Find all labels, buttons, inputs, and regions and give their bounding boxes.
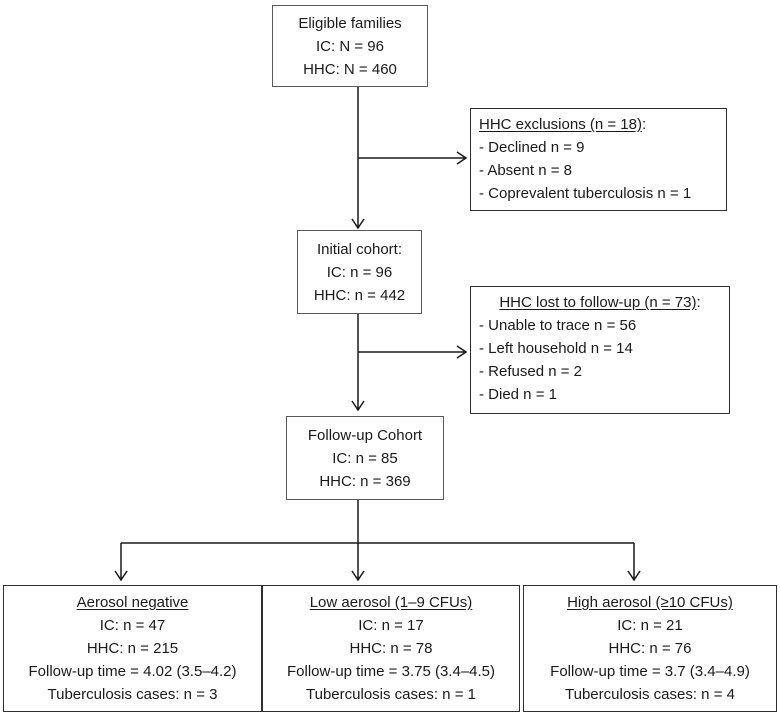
box-line: - Absent n = 8 bbox=[479, 162, 572, 179]
box-line: - Refused n = 2 bbox=[479, 363, 582, 380]
connector-branch-exclusions bbox=[358, 151, 468, 165]
box-aerosol-negative: Aerosol negative IC: n = 47 HHC: n = 215… bbox=[3, 585, 262, 712]
box-line: IC: n = 96 bbox=[326, 263, 393, 281]
box-hhc-exclusions: HHC exclusions (n = 18): - Declined n = … bbox=[470, 108, 727, 211]
box-title-line: Low aerosol (1–9 CFUs) bbox=[263, 591, 519, 614]
connector-branch-lost bbox=[358, 345, 468, 359]
box-line: IC: n = 17 bbox=[358, 617, 424, 634]
box-line: Tuberculosis cases: n = 4 bbox=[565, 686, 735, 703]
box-line: - Declined n = 9 bbox=[479, 139, 585, 156]
box-line: IC: n = 21 bbox=[617, 617, 683, 634]
box-followup-cohort: Follow-up Cohort IC: n = 85 HHC: n = 369 bbox=[286, 416, 444, 500]
connector-split-to-left-box bbox=[114, 543, 128, 582]
box-line: - Left household n = 14 bbox=[479, 340, 633, 357]
box-line: HHC: N = 460 bbox=[303, 60, 397, 78]
box-high-aerosol: High aerosol (≥10 CFUs) IC: n = 21 HHC: … bbox=[523, 585, 777, 712]
connector-eligible-to-initial bbox=[351, 86, 365, 230]
box-line: - Died n = 1 bbox=[479, 386, 557, 403]
box-line: HHC: n = 78 bbox=[349, 640, 433, 657]
box-title-line: Aerosol negative bbox=[4, 591, 261, 614]
box-title: Low aerosol (1–9 CFUs) bbox=[309, 594, 473, 611]
box-line: Follow-up time = 3.75 (3.4–4.5) bbox=[286, 663, 496, 680]
box-low-aerosol: Low aerosol (1–9 CFUs) IC: n = 17 HHC: n… bbox=[262, 585, 520, 712]
box-line: HHC: n = 76 bbox=[608, 640, 692, 657]
box-line: Tuberculosis cases: n = 1 bbox=[306, 686, 476, 703]
box-title: Aerosol negative bbox=[76, 594, 189, 611]
box-line: IC: n = 85 bbox=[332, 449, 398, 467]
box-eligible-families: Eligible families IC: N = 96 HHC: N = 46… bbox=[272, 5, 428, 87]
box-title: High aerosol (≥10 CFUs) bbox=[567, 594, 733, 611]
box-line: HHC: n = 369 bbox=[319, 472, 411, 490]
box-line: - Coprevalent tuberculosis n = 1 bbox=[479, 185, 692, 202]
box-initial-cohort: Initial cohort: IC: n = 96 HHC: n = 442 bbox=[297, 230, 422, 314]
box-title: HHC lost to follow-up (n = 73) bbox=[499, 294, 697, 311]
box-line: Tuberculosis cases: n = 3 bbox=[47, 686, 218, 703]
box-hhc-lost-to-followup: HHC lost to follow-up (n = 73): - Unable… bbox=[470, 286, 730, 414]
box-line: HHC: n = 442 bbox=[313, 286, 406, 304]
box-line: IC: N = 96 bbox=[316, 37, 384, 55]
box-line: Follow-up time = 4.02 (3.5–4.2) bbox=[28, 663, 237, 680]
box-line: Follow-up time = 3.7 (3.4–4.9) bbox=[550, 663, 750, 680]
box-title-line: High aerosol (≥10 CFUs) bbox=[524, 591, 776, 614]
connector-followup-to-split bbox=[351, 499, 365, 582]
connector-initial-to-followup bbox=[351, 313, 365, 412]
box-title-line: HHC lost to follow-up (n = 73): bbox=[479, 291, 721, 314]
box-line: - Unable to trace n = 56 bbox=[479, 317, 637, 334]
box-line: HHC: n = 215 bbox=[86, 640, 179, 657]
box-line: Follow-up Cohort bbox=[307, 426, 423, 444]
box-title-suffix: : bbox=[696, 294, 701, 311]
box-line: Eligible families bbox=[298, 14, 402, 32]
box-title-line: HHC exclusions (n = 18): bbox=[479, 113, 718, 136]
connector-split-to-right-box bbox=[627, 543, 641, 582]
box-title: HHC exclusions (n = 18) bbox=[479, 116, 642, 133]
box-line: Initial cohort: bbox=[316, 240, 403, 258]
box-line: IC: n = 47 bbox=[99, 617, 166, 634]
box-title-suffix: : bbox=[641, 116, 647, 133]
